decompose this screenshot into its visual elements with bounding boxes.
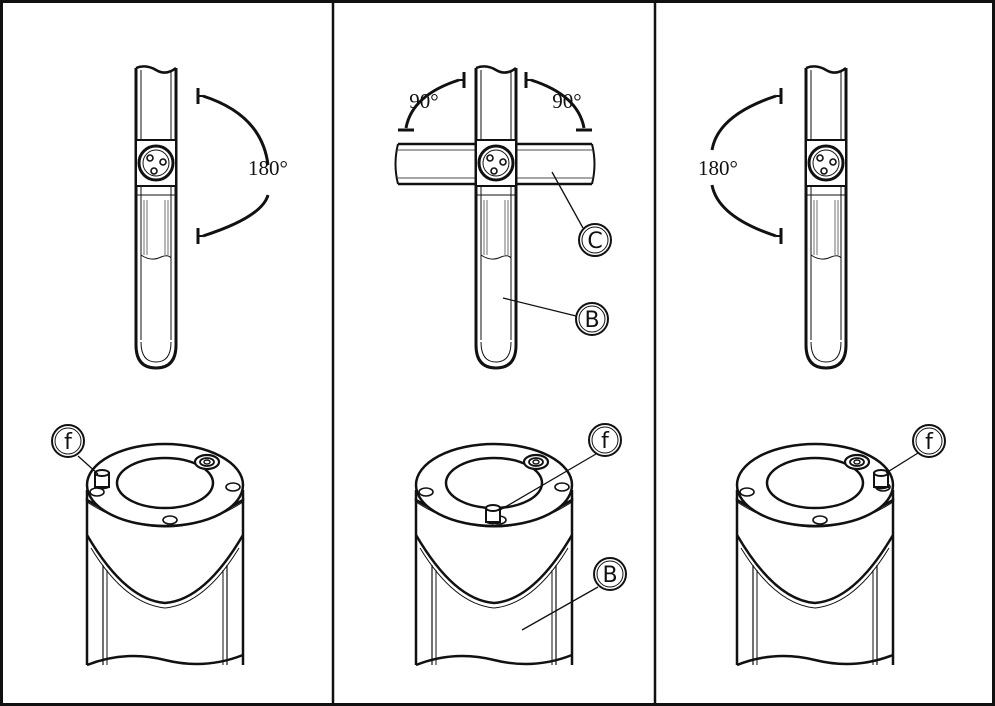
panel-right: 180° f bbox=[698, 64, 946, 667]
svg-text:f: f bbox=[925, 430, 934, 455]
pin-f bbox=[485, 504, 501, 525]
callout-f: f bbox=[499, 423, 622, 511]
arm-top-view bbox=[804, 64, 848, 370]
svg-text:B: B bbox=[602, 563, 617, 588]
pole-base bbox=[735, 442, 895, 667]
callout-b-bottom: B bbox=[521, 557, 627, 631]
svg-text:f: f bbox=[64, 430, 73, 455]
angle-label: 180° bbox=[698, 156, 738, 180]
rotation-arc-180 bbox=[710, 88, 783, 244]
angle-label: 180° bbox=[248, 156, 288, 180]
rotation-arc-90-right bbox=[524, 72, 592, 132]
callout-b-top: B bbox=[502, 297, 609, 336]
rotation-arc-90-left bbox=[398, 72, 466, 132]
angle-label-left: 90° bbox=[409, 89, 438, 113]
rotation-arc-180 bbox=[196, 88, 270, 244]
arm-top-view bbox=[134, 64, 178, 370]
svg-text:C: C bbox=[587, 229, 602, 254]
angle-label-right: 90° bbox=[552, 89, 581, 113]
callout-c: C bbox=[551, 171, 612, 257]
callout-f: f bbox=[885, 424, 946, 474]
svg-text:f: f bbox=[601, 429, 610, 454]
arm-b bbox=[474, 64, 518, 370]
panel-left: 180° f bbox=[51, 64, 288, 667]
callout-f: f bbox=[51, 424, 99, 475]
panel-middle: 90° 90° C B f B bbox=[394, 64, 627, 667]
svg-text:B: B bbox=[584, 308, 599, 333]
pole-base bbox=[85, 442, 245, 667]
pole-base bbox=[414, 442, 574, 667]
